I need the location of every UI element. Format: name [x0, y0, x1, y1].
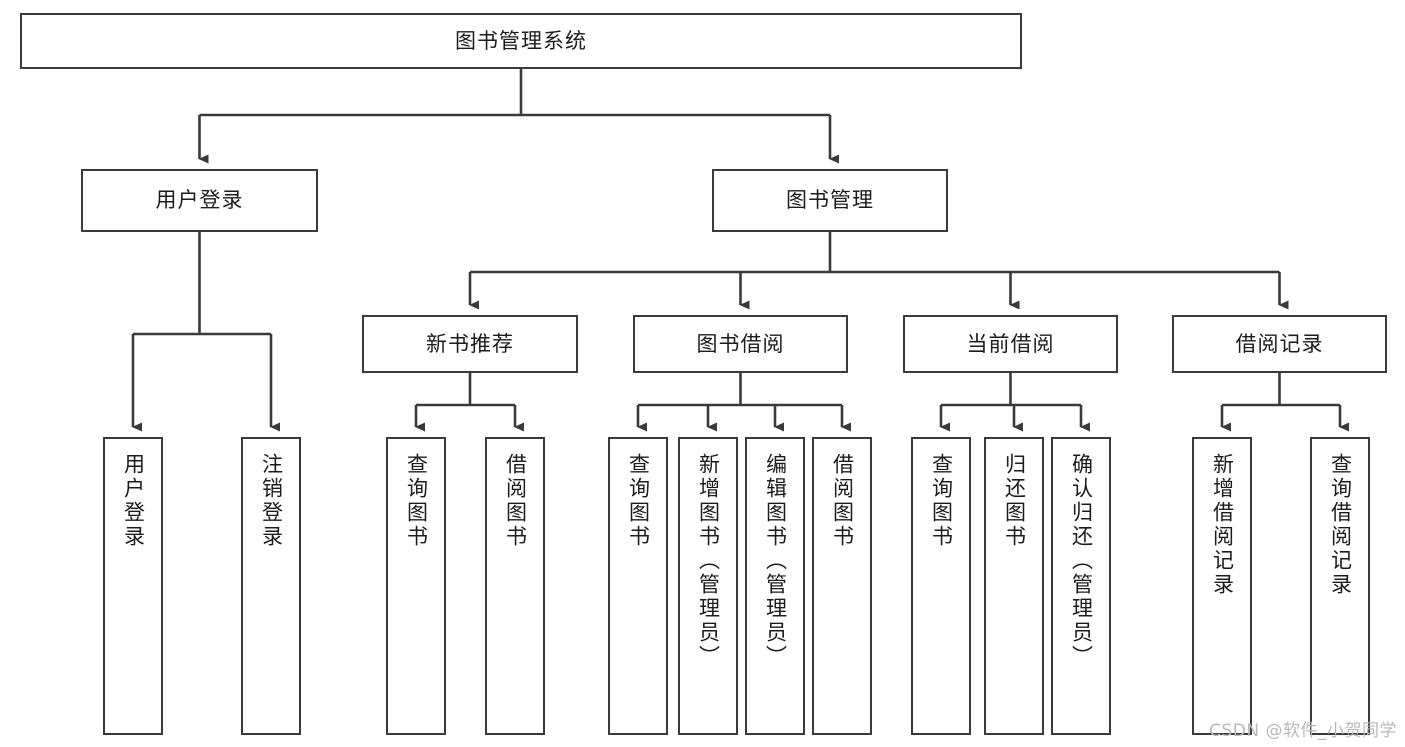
leaf-edit-book[interactable]: 编辑图书（管理员） [745, 437, 805, 735]
leaf-query-books-current[interactable]: 查询图书 [911, 437, 971, 735]
leaf-borrow-books-rec-label: 借阅图书 [503, 453, 528, 549]
node-user-login[interactable]: 用户登录 [81, 169, 318, 232]
leaf-add-book[interactable]: 新增图书（管理员） [678, 437, 738, 735]
leaf-query-record-label: 查询借阅记录 [1328, 453, 1353, 597]
leaf-logout[interactable]: 注销登录 [241, 437, 301, 735]
leaf-add-record-label: 新增借阅记录 [1210, 453, 1235, 597]
leaf-logout-label: 注销登录 [259, 453, 284, 549]
node-user-login-label: 用户登录 [155, 188, 244, 213]
node-book-manage-label: 图书管理 [786, 188, 874, 213]
node-root[interactable]: 图书管理系统 [20, 13, 1022, 69]
leaf-query-books-rec-label: 查询图书 [404, 453, 429, 549]
leaf-query-books-current-label: 查询图书 [929, 453, 954, 549]
node-borrow-record[interactable]: 借阅记录 [1172, 315, 1387, 373]
leaf-borrow-book-label: 借阅图书 [830, 453, 855, 549]
leaf-query-books-rec[interactable]: 查询图书 [386, 437, 446, 735]
leaf-borrow-book[interactable]: 借阅图书 [812, 437, 872, 735]
leaf-query-books-borrow-label: 查询图书 [626, 453, 651, 549]
node-book-manage[interactable]: 图书管理 [712, 169, 948, 232]
leaf-query-record[interactable]: 查询借阅记录 [1310, 437, 1370, 735]
node-borrow-record-label: 借阅记录 [1235, 331, 1324, 356]
leaf-edit-book-label: 编辑图书（管理员） [763, 453, 788, 669]
node-current-borrow-label: 当前借阅 [966, 331, 1055, 356]
leaf-add-book-label: 新增图书（管理员） [696, 453, 721, 669]
node-book-borrow-label: 图书借阅 [696, 331, 785, 356]
node-book-borrow[interactable]: 图书借阅 [633, 315, 848, 373]
leaf-borrow-books-rec[interactable]: 借阅图书 [485, 437, 545, 735]
node-current-borrow[interactable]: 当前借阅 [903, 315, 1118, 373]
leaf-user-login-label: 用户登录 [121, 453, 146, 549]
leaf-return-book-label: 归还图书 [1002, 453, 1027, 549]
node-root-label: 图书管理系统 [455, 28, 587, 53]
leaf-confirm-return-label: 确认归还（管理员） [1069, 453, 1094, 669]
node-new-book-recommend[interactable]: 新书推荐 [362, 315, 578, 373]
leaf-return-book[interactable]: 归还图书 [984, 437, 1044, 735]
leaf-query-books-borrow[interactable]: 查询图书 [608, 437, 668, 735]
leaf-confirm-return[interactable]: 确认归还（管理员） [1051, 437, 1111, 735]
leaf-user-login[interactable]: 用户登录 [103, 437, 163, 735]
leaf-add-record[interactable]: 新增借阅记录 [1192, 437, 1252, 735]
node-new-book-recommend-label: 新书推荐 [426, 331, 514, 356]
